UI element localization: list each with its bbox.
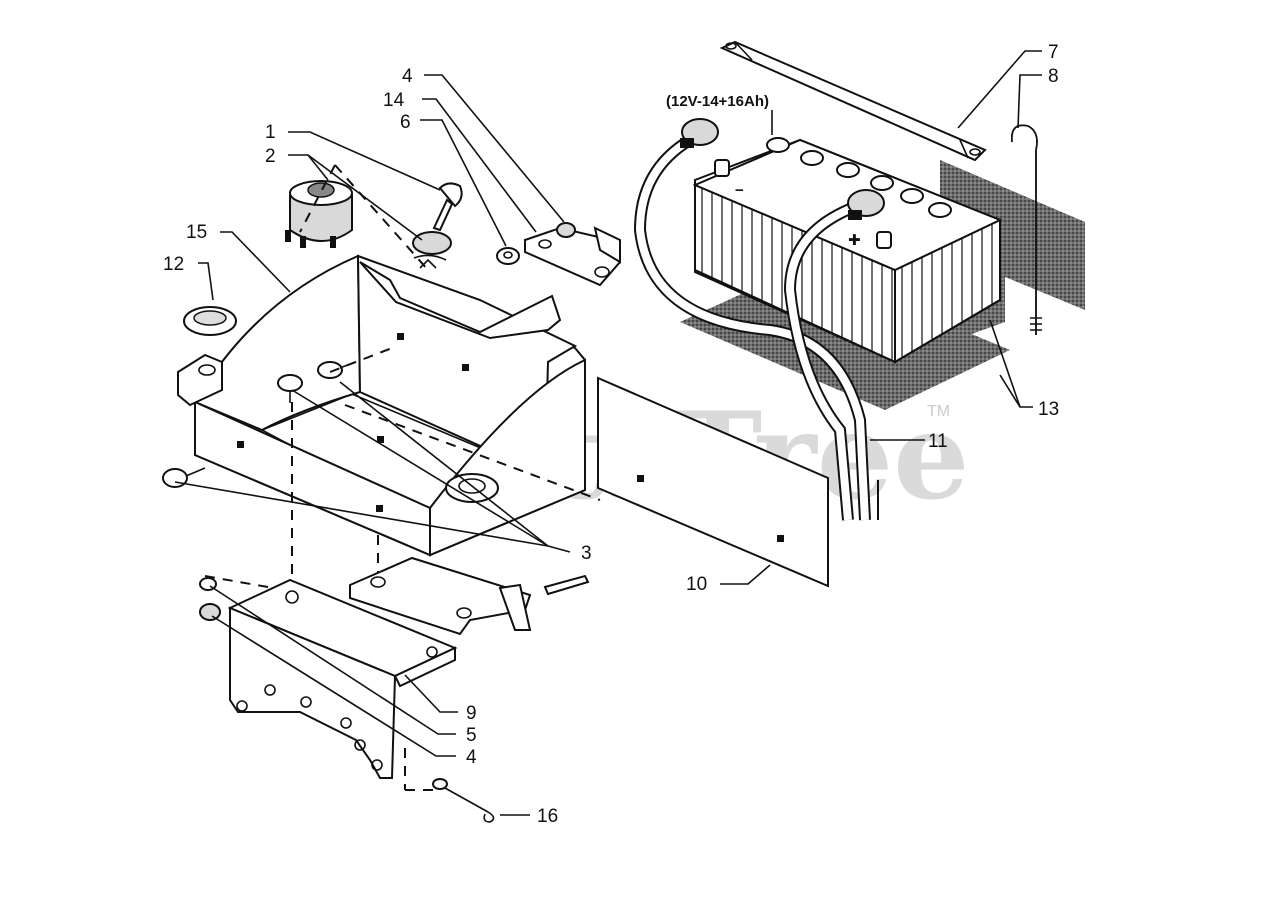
battery-spec-label: (12V-14+16Ah)	[666, 93, 769, 110]
tray-ear	[177, 353, 223, 407]
callout-12: 12	[163, 254, 184, 275]
callout-14: 14	[383, 90, 405, 111]
watermark-tm: TM	[927, 403, 950, 420]
callout-9: 9	[466, 703, 477, 724]
callout-16: 16	[537, 806, 558, 827]
switch-bracket	[524, 226, 621, 287]
clamp-plate	[349, 556, 590, 636]
battery-cover-panel	[597, 376, 829, 588]
battery-minus-label: −	[735, 182, 744, 199]
battery-side-pad	[940, 160, 1085, 310]
leader-lines	[174, 50, 1042, 816]
key	[432, 182, 463, 232]
callout-1: 1	[265, 122, 276, 143]
callout-3: 3	[581, 543, 592, 564]
j-bolt	[1011, 124, 1042, 335]
battery: − ✚	[680, 137, 1085, 410]
callout-13: 13	[1038, 399, 1059, 420]
ignition-switch	[285, 180, 353, 248]
cotter-pin	[432, 778, 495, 823]
grommet	[183, 306, 237, 336]
battery-plus-label: ✚	[848, 232, 861, 249]
battery-tray	[193, 254, 586, 557]
battery-cables	[633, 118, 885, 521]
callout-2: 2	[265, 146, 276, 167]
callout-15: 15	[186, 222, 207, 243]
callout-5: 5	[466, 725, 477, 746]
callout-7: 7	[1048, 42, 1059, 63]
nut-bottom	[199, 603, 221, 621]
callout-4-bottom: 4	[466, 747, 477, 768]
callout-8: 8	[1048, 66, 1059, 87]
callout-6: 6	[400, 112, 411, 133]
callout-11: 11	[928, 431, 948, 452]
callout-4-top: 4	[402, 66, 413, 87]
callout-labels: 1 2 15 12 4 14 6 3 9 5 4 16 10 11 13 7 8…	[163, 42, 1059, 827]
washer	[496, 247, 520, 265]
switch-nut	[412, 231, 452, 269]
lower-bracket	[227, 578, 458, 779]
hold-down-strap	[719, 40, 987, 162]
callout-10: 10	[686, 574, 707, 595]
nut-top	[556, 222, 576, 238]
